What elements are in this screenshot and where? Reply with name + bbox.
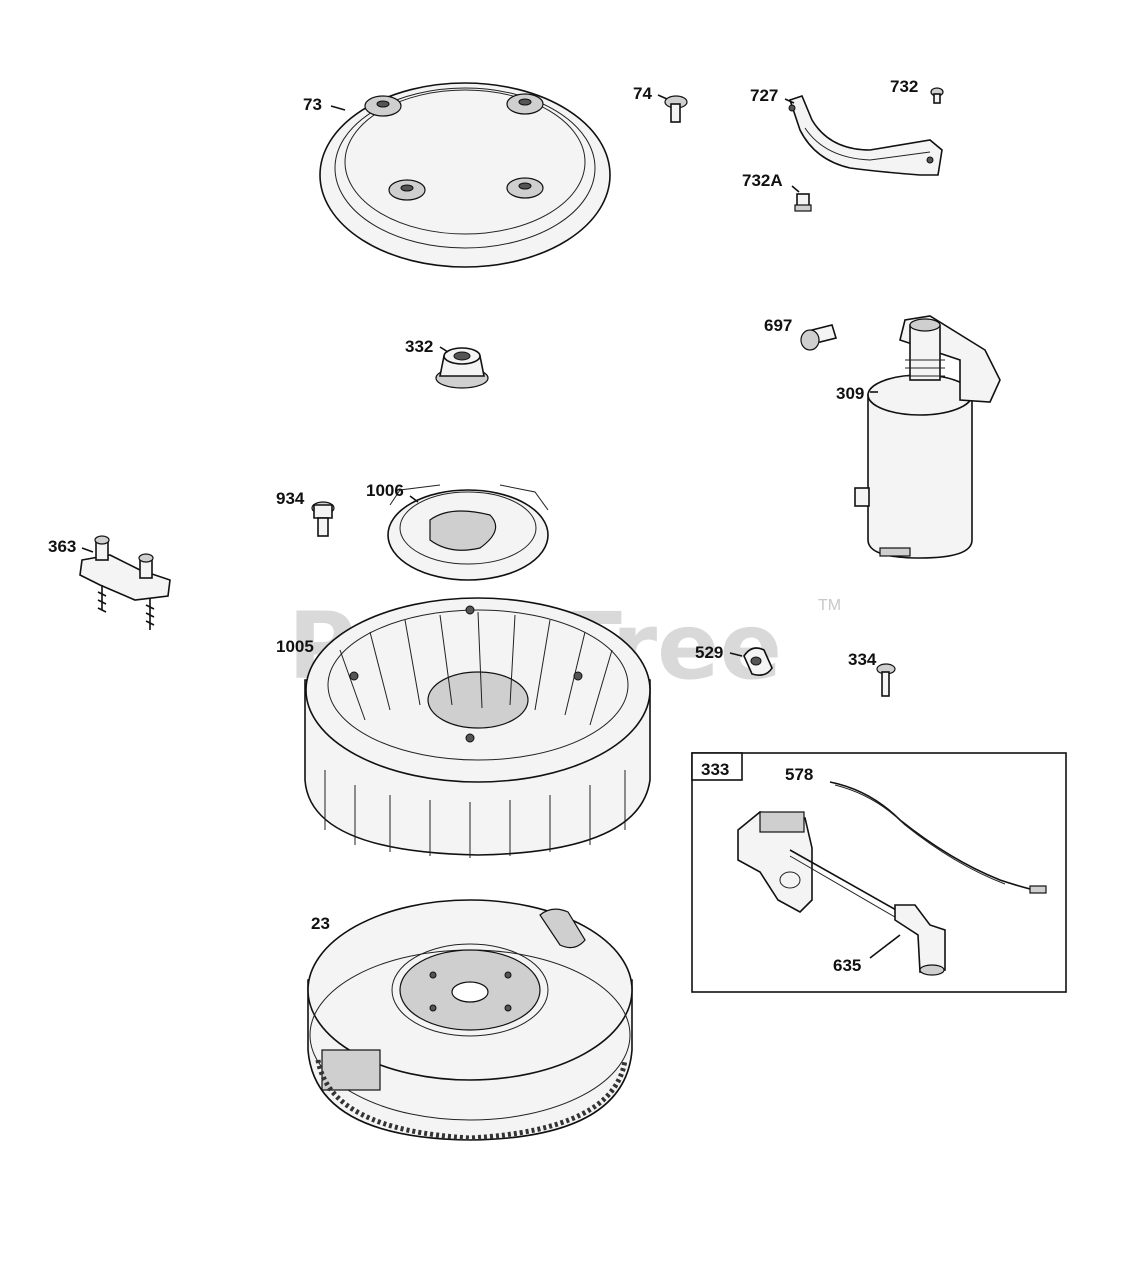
part-334-screw[interactable] — [876, 663, 896, 697]
callout-1005: 1005 — [276, 637, 314, 656]
kit-box-333 — [691, 752, 1067, 993]
callout-74: 74 — [633, 84, 652, 103]
callout-332: 332 — [405, 337, 433, 356]
callout-578: 578 — [785, 765, 813, 784]
part-727-bracket[interactable] — [788, 95, 943, 176]
part-74-screw[interactable] — [664, 95, 688, 123]
callout-635: 635 — [833, 956, 861, 975]
callout-73: 73 — [303, 95, 322, 114]
part-309-starter[interactable] — [854, 315, 1001, 559]
part-732a-bolt[interactable] — [794, 193, 812, 212]
part-934-bolt[interactable] — [311, 501, 335, 537]
part-73-cover[interactable] — [319, 82, 611, 268]
callout-363: 363 — [48, 537, 76, 556]
part-578-wire[interactable] — [829, 781, 1047, 894]
callout-23: 23 — [311, 914, 330, 933]
part-1005-fan[interactable] — [304, 597, 651, 858]
part-732-screw[interactable] — [930, 87, 944, 104]
callout-333: 333 — [701, 760, 729, 779]
part-23-flywheel[interactable] — [307, 899, 633, 1141]
callout-309: 309 — [836, 384, 864, 403]
watermark-trademark: TM — [818, 597, 841, 614]
callout-727: 727 — [750, 86, 778, 105]
part-529-spacer[interactable] — [743, 647, 773, 676]
callout-732: 732 — [890, 77, 918, 96]
part-363-armature[interactable] — [79, 535, 171, 630]
callout-732a: 732A — [742, 171, 783, 190]
callout-697: 697 — [764, 316, 792, 335]
callout-934: 934 — [276, 489, 305, 508]
part-1006-cup[interactable] — [387, 484, 549, 581]
callout-334: 334 — [848, 650, 877, 669]
part-697-bolt[interactable] — [800, 324, 838, 351]
part-635-lead[interactable] — [789, 849, 946, 976]
part-332-nut[interactable] — [435, 347, 489, 389]
part-ignition-module[interactable] — [737, 811, 813, 913]
callout-529: 529 — [695, 643, 723, 662]
callout-1006: 1006 — [366, 481, 404, 500]
